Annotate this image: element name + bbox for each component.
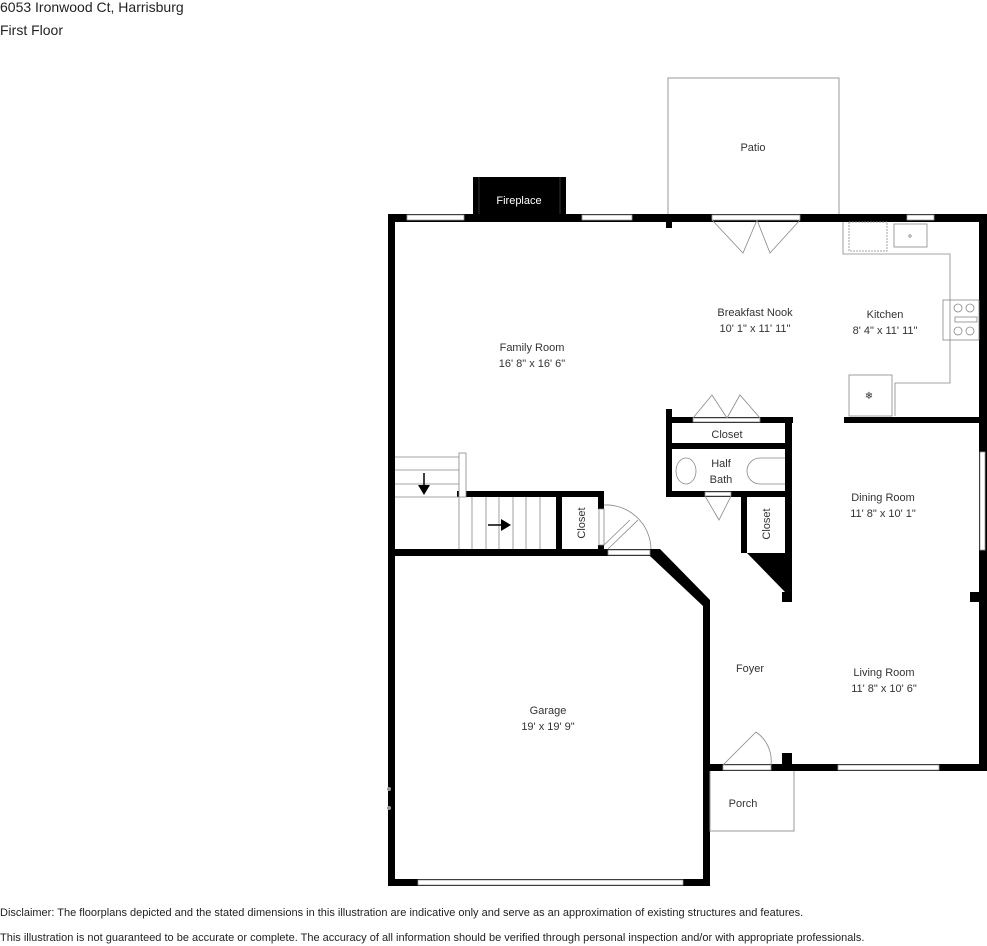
dining-room-dims: 11' 8" x 10' 1" xyxy=(850,508,916,520)
closet-right-label: Closet xyxy=(761,508,773,539)
disclaimer-line-1: Disclaimer: The floorplans depicted and … xyxy=(0,907,804,919)
porch-outline xyxy=(709,771,795,832)
closet-upper-label: Closet xyxy=(711,429,742,441)
foyer-label: Foyer xyxy=(736,663,764,675)
arrow-down-icon xyxy=(418,473,430,495)
patio-label: Patio xyxy=(740,142,765,154)
arrow-right-icon xyxy=(488,519,511,531)
closet-doors xyxy=(598,394,772,766)
living-room-dims: 11' 8" x 10' 6" xyxy=(851,683,917,695)
half-bath-label-line2: Bath xyxy=(710,474,733,486)
interior-walls xyxy=(388,409,982,767)
half-bath-label-line1: Half xyxy=(711,458,732,470)
disclaimer-line-2: This illustration is not guaranteed to b… xyxy=(0,932,865,944)
fireplace-label: Fireplace xyxy=(496,195,541,207)
snowflake-icon: ❄ xyxy=(865,391,873,402)
patio-doors xyxy=(711,219,801,254)
kitchen-label: Kitchen xyxy=(867,309,904,321)
kitchen-counters xyxy=(842,221,980,417)
kitchen-dims: 8' 4" x 11' 11" xyxy=(853,325,918,337)
floor-title: First Floor xyxy=(0,22,63,38)
breakfast-nook-dims: 10' 1" x 11' 11" xyxy=(720,323,791,335)
staircase xyxy=(395,452,541,549)
garage-dims: 19' x 19' 9" xyxy=(521,721,574,733)
closet-stair-label: Closet xyxy=(576,507,588,538)
family-room-dims: 16' 8" x 16' 6" xyxy=(499,358,566,370)
windows xyxy=(406,214,986,886)
fireplace-block xyxy=(473,177,566,219)
living-room-label: Living Room xyxy=(853,667,914,679)
porch-label: Porch xyxy=(729,798,758,810)
garage-label: Garage xyxy=(530,705,567,717)
breakfast-nook-label: Breakfast Nook xyxy=(717,307,793,319)
family-room-label: Family Room xyxy=(500,342,565,354)
dining-room-label: Dining Room xyxy=(851,492,915,504)
bath-fixtures xyxy=(675,457,785,485)
property-address: 6053 Ironwood Ct, Harrisburg xyxy=(0,0,184,15)
